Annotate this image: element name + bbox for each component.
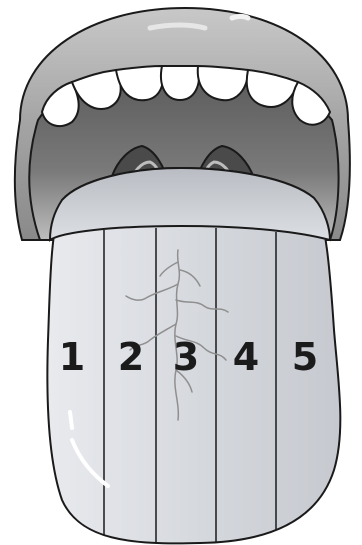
- zone-label-4: 4: [233, 335, 259, 379]
- tongue-highlight: [70, 412, 72, 428]
- zone-label-5: 5: [292, 335, 318, 379]
- lip-highlight: [232, 17, 248, 19]
- tooth: [161, 66, 199, 100]
- zone-label-2: 2: [118, 335, 144, 379]
- zone-label-1: 1: [59, 335, 85, 379]
- zone-label-3: 3: [173, 335, 199, 379]
